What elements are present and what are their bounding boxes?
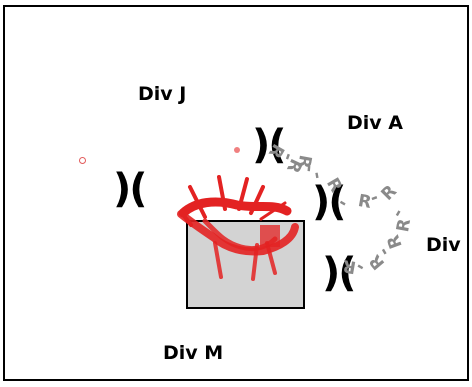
curve-char-11: R [393,217,416,234]
canvas-frame: Div J Div A Div Z Div M )( )( )( )( R [3,5,469,381]
small-dot-left [79,157,86,164]
paren-pair-left: )( [113,166,148,212]
scribble-spike-5 [259,201,287,221]
scribble-spike-9 [179,210,193,227]
label-div-m: Div M [163,342,224,364]
scribble-spike-6 [213,241,223,279]
label-div-a: Div A [347,112,403,134]
paren-pair-top: )( [252,122,287,168]
scribble-spike-4 [249,185,265,215]
paren-pair-middle: )( [312,179,347,225]
red-scribble [177,175,299,281]
label-div-z: Div Z [426,234,467,256]
scribble-top-stroke [178,197,292,218]
scribble-spike-2 [217,175,227,211]
scribble-spike-1 [188,185,207,219]
small-dot-center [234,147,240,153]
scribble-spike-8 [265,241,277,275]
scribble-spike-7 [251,243,259,281]
scribble-block [260,225,280,247]
paren-pair-bottom: )( [322,250,357,296]
label-div-j: Div J [138,83,187,105]
scribble-loop-stroke [177,210,299,256]
curve-char-18: - [298,164,320,173]
scribble-spike-3 [237,177,249,211]
